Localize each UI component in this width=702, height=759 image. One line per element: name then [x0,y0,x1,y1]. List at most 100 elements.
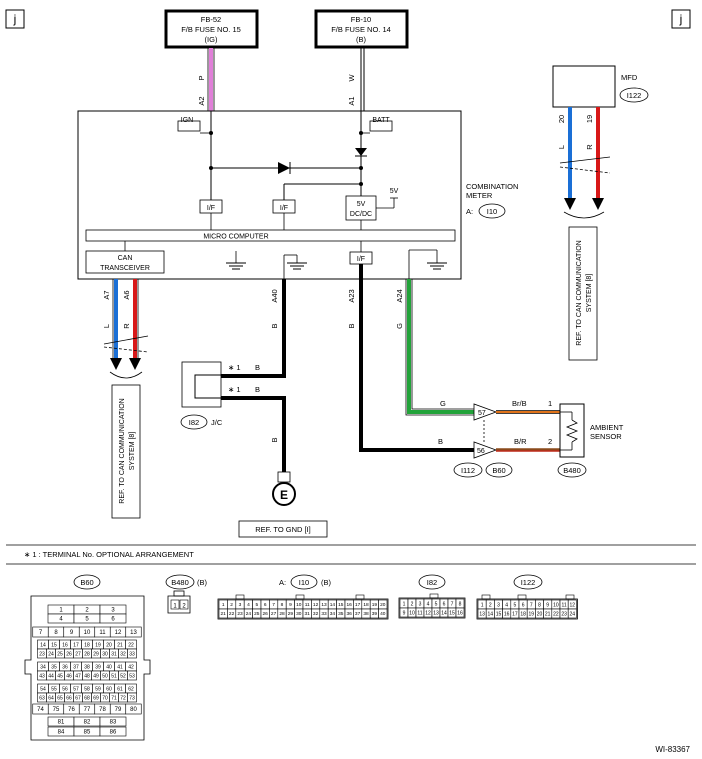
b60-pin-71: 71 [111,695,117,701]
i10-pin-21: 21 [221,611,227,617]
pin-56: 56 [477,448,485,455]
i10-pin-24: 24 [246,611,252,617]
b60-pin-11: 11 [99,630,106,636]
i10-pin-5: 5 [255,602,258,608]
b60-pin-2: 2 [85,608,89,614]
b60-pin-26: 26 [66,651,72,657]
label-brb: Br/B [512,399,527,408]
bottom-i10-prefix: A: [279,578,286,587]
fuse-b-line2: F/B FUSE NO. 14 [331,25,391,34]
i10-pin-12: 12 [313,602,319,608]
i82-pin-11: 11 [417,610,422,616]
i10-pin-18: 18 [363,602,369,608]
b60-pin-57: 57 [73,686,79,692]
bottom-b60-label: B60 [80,578,93,587]
label-pin1: 1 [548,399,552,408]
i82-pin-9: 9 [403,610,406,616]
meter-conn-oval [478,203,506,219]
i122-pin-13: 13 [479,611,485,617]
i10-pin-26: 26 [263,611,269,617]
b60-pin-41: 41 [117,664,123,670]
i10-pin-30: 30 [296,611,302,617]
label-p: P [197,75,206,80]
i122-pin-5: 5 [514,602,517,608]
b60-pin-45: 45 [57,673,63,679]
meter-batt: BATT [372,117,390,124]
label-a1: A1 [347,96,356,105]
label-star2: ∗ 1 [228,385,241,394]
b60-pin-17: 17 [73,642,79,648]
meter-micro: MICRO COMPUTER [203,234,268,241]
can-ref-right-line2: SYSTEM [8] [586,274,593,313]
b60-pin-86: 86 [110,730,117,736]
page-letter-right: j [671,9,691,29]
b60-pin-46: 46 [66,673,72,679]
b60-pin-25: 25 [57,651,63,657]
meter-title-1: COMBINATION [466,182,518,191]
b60-pin-6: 6 [111,617,115,623]
b60-pin-42: 42 [128,664,134,670]
i122-pin-4: 4 [505,602,508,608]
b60-pin-64: 64 [48,695,54,701]
i82-pin-2: 2 [411,601,414,607]
i122-pin-18: 18 [520,611,526,617]
i10-pin-7: 7 [272,602,275,608]
b60-pin-24: 24 [48,651,54,657]
b60-pin-3: 3 [111,608,115,614]
label-w: W [347,74,356,82]
ambient-line2: SENSOR [590,432,622,441]
label-g-horiz: G [440,399,446,408]
b60-pin-43: 43 [39,673,45,679]
i10-pin-11: 11 [305,602,310,608]
mfd-wire-r: R [585,144,594,150]
i122-pin-3: 3 [497,602,500,608]
b60-pin-23: 23 [39,651,45,657]
doc-id: WI-83367 [655,745,690,754]
fuse-ig-line2: F/B FUSE NO. 15 [181,25,241,34]
meter-if1: I/F [207,205,215,212]
i122-pin-19: 19 [529,611,535,617]
can-ref-left-line1: REF. TO CAN COMMUNICATION [119,398,126,503]
i122-pin-23: 23 [561,611,567,617]
b60-pin-80: 80 [130,707,137,713]
wire-a24-green [407,279,474,414]
i10-pin-35: 35 [338,611,344,617]
b60-pin-28: 28 [84,651,90,657]
mfd-pin19: 19 [585,115,594,123]
b60-pin-15: 15 [51,642,57,648]
b60-connector-face [24,595,151,741]
fuse-ig-line1: FB-52 [201,15,221,24]
bottom-b480-label: B480 [171,578,189,587]
b480-pin-1: 1 [173,604,177,610]
i82-pin-1: 1 [403,601,406,607]
mfd-label: MFD [621,73,638,82]
b60-pin-52: 52 [120,673,126,679]
label-b-ground: B [270,437,279,442]
i10-pin-34: 34 [330,611,336,617]
label-b-jc1: B [255,363,260,372]
i82-pin-5: 5 [435,601,438,607]
b60-pin-61: 61 [117,686,123,692]
i122-pin-17: 17 [512,611,518,617]
b60-pin-74: 74 [37,707,44,713]
jc-label: J/C [211,418,223,427]
joint-connector: I82 J/C [180,361,223,430]
b60-pin-44: 44 [48,673,54,679]
b60-pin-50: 50 [102,673,108,679]
b60-pin-33: 33 [129,651,135,657]
i10-pin-20: 20 [380,602,386,608]
b60-pin-5: 5 [85,617,89,623]
label-a6: A6 [122,290,131,299]
i10-pin-31: 31 [305,611,311,617]
b60-pin-55: 55 [51,686,57,692]
conn-b60: B60 [492,466,505,475]
b60-pin-40: 40 [106,664,112,670]
combination-meter: IGN BATT I/F I/F 5V DC/DC 5V MICRO CO [77,110,462,280]
label-a2: A2 [197,96,206,105]
meter-five-v: 5V [390,188,399,195]
i122-pin-2: 2 [489,602,492,608]
label-r-left: R [122,323,131,329]
b60-pin-68: 68 [84,695,90,701]
i82-pin-3: 3 [419,601,422,607]
label-star1: ∗ 1 [228,363,241,372]
